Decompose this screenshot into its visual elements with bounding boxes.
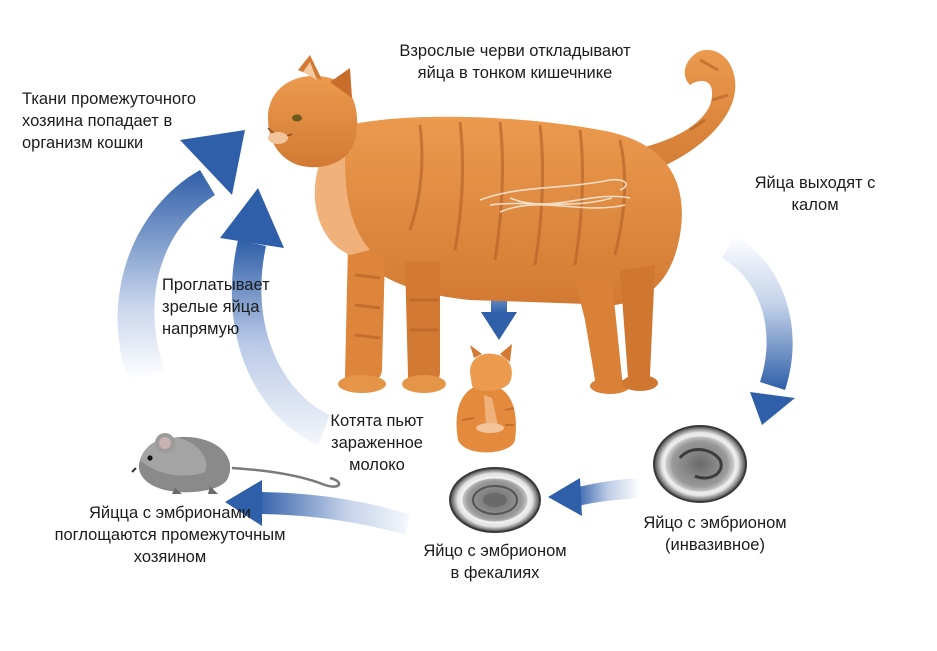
label-eggs-out: Яйца выходят с калом [754, 174, 876, 214]
cat-illustration [267, 49, 736, 394]
label-egg-invasive: Яйцо с эмбрионом (инвазивное) [643, 514, 787, 554]
label-kittens: Котята пьют зараженное молоко [330, 412, 424, 474]
label-egg-feces: Яйцо с эмбрионом в фекалиях [423, 542, 567, 582]
arrow-egg-to-mouse [225, 480, 410, 535]
arrow-egg-to-egg [548, 478, 640, 516]
arrow-outer-left [117, 130, 245, 380]
label-swallow: Проглатывает зрелые яйца напрямую [162, 276, 270, 338]
label-eggs-host: Яйцца с эмбрионами поглощаются промежуто… [54, 504, 286, 566]
arrow-right [722, 235, 795, 425]
egg-feces-icon [449, 467, 541, 533]
label-adult-worms: Взрослые черви откладывают яйца в тонком… [399, 42, 631, 82]
kitten-illustration [456, 344, 516, 453]
mouse-illustration [131, 433, 341, 494]
label-tissues: Ткани промежуточного хозяина попадает в … [22, 90, 197, 152]
arrow-inner-left [220, 188, 330, 445]
egg-invasive-icon [653, 425, 747, 503]
